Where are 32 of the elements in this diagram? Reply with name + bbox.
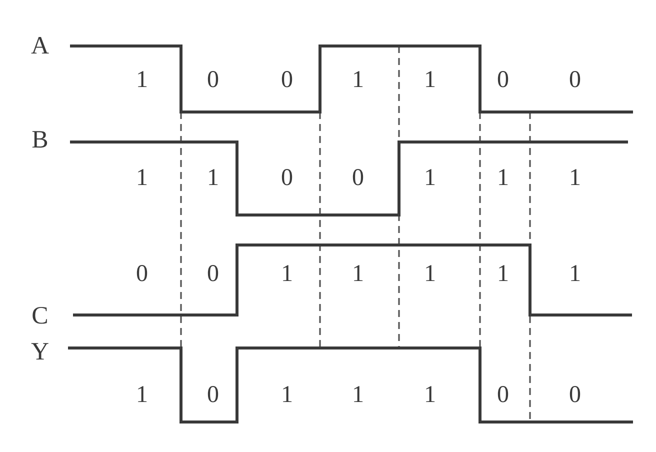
bit-value: 1 xyxy=(352,383,364,407)
bit-value: 1 xyxy=(424,68,436,92)
bit-value: 1 xyxy=(136,68,148,92)
bit-value: 1 xyxy=(424,166,436,190)
signal-name: C xyxy=(32,304,48,328)
bit-value: 0 xyxy=(569,383,581,407)
bit-value: 1 xyxy=(424,383,436,407)
bit-value: 1 xyxy=(281,262,293,286)
bit-value: 0 xyxy=(136,262,148,286)
bit-value: 1 xyxy=(497,166,509,190)
bit-value: 1 xyxy=(352,68,364,92)
bit-value: 0 xyxy=(352,166,364,190)
bit-value: 1 xyxy=(569,166,581,190)
signal-name: A xyxy=(30,34,50,58)
bit-value: 0 xyxy=(497,68,509,92)
bit-value: 1 xyxy=(569,262,581,286)
signal-name: B xyxy=(32,128,48,152)
bit-value: 0 xyxy=(497,383,509,407)
bit-value: 0 xyxy=(207,262,219,286)
bit-value: 1 xyxy=(424,262,436,286)
bit-value: 0 xyxy=(207,383,219,407)
bit-value: 0 xyxy=(207,68,219,92)
bit-value: 1 xyxy=(352,262,364,286)
bit-value: 1 xyxy=(136,166,148,190)
bit-value: 0 xyxy=(281,166,293,190)
bit-value: 1 xyxy=(497,262,509,286)
bit-value: 0 xyxy=(569,68,581,92)
bit-value: 1 xyxy=(136,383,148,407)
bit-value: 0 xyxy=(281,68,293,92)
bit-value: 1 xyxy=(281,383,293,407)
signal-name: Y xyxy=(30,340,50,364)
bit-value: 1 xyxy=(207,166,219,190)
